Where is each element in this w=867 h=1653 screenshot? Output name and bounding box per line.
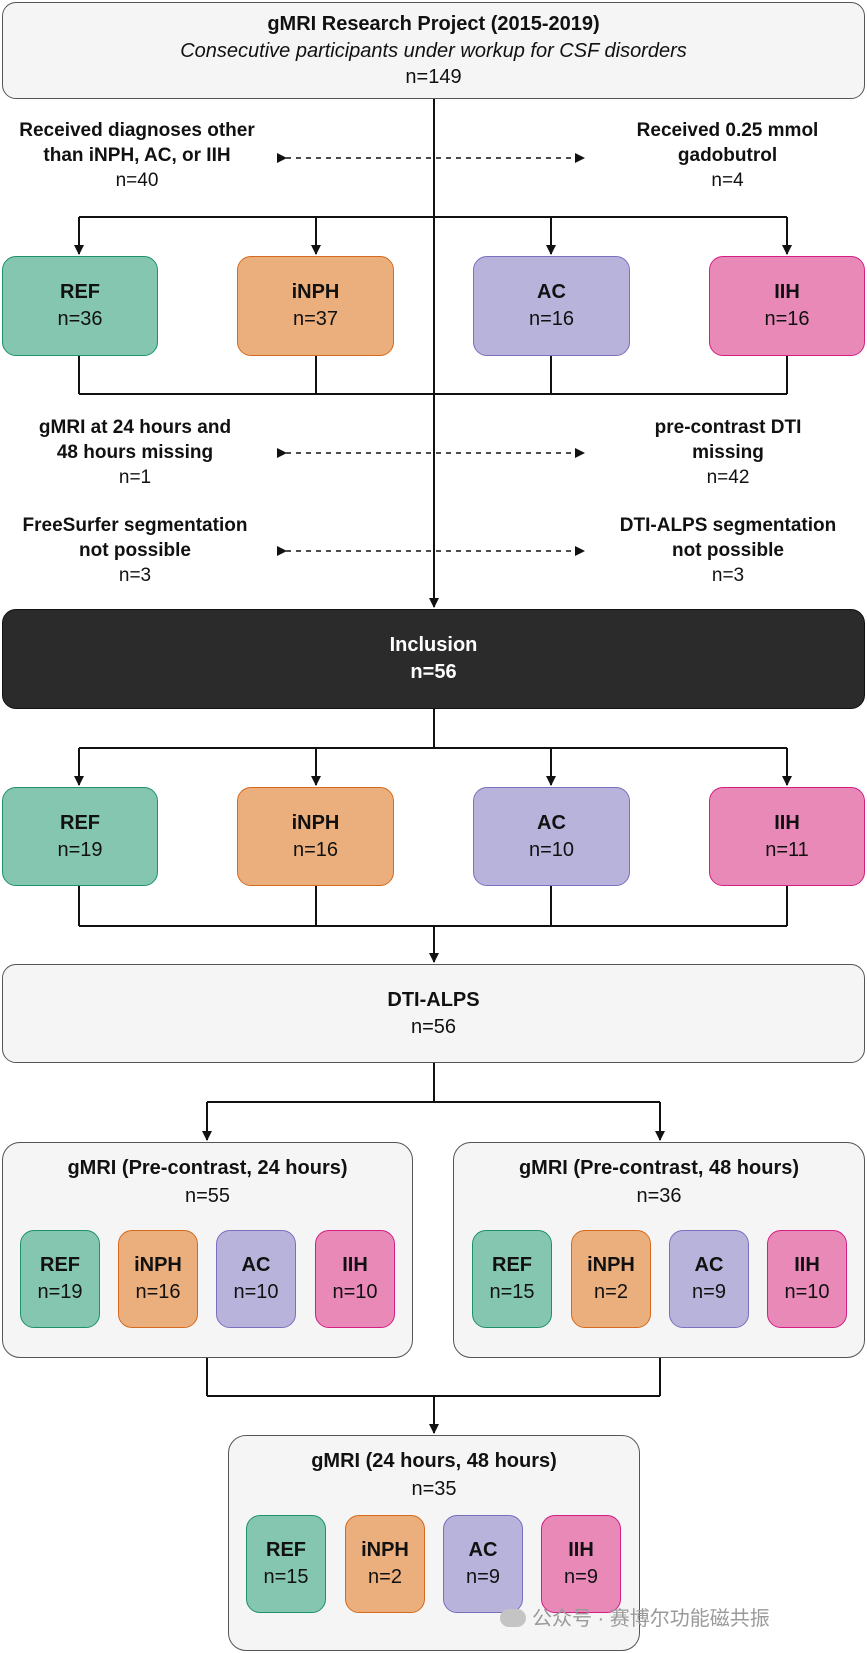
gmri-48h-inph: iNPH n=2: [571, 1230, 651, 1328]
exclusion-dti-missing: pre-contrast DTI missing n=42: [654, 417, 802, 488]
gmri-both-ref: REF n=15: [246, 1515, 326, 1613]
initial-group-iih: IIH n=16: [709, 256, 865, 356]
gmri-both-count: n=35: [411, 1478, 457, 1500]
project-count: n=149: [405, 65, 462, 88]
gmri-48h-count: n=36: [636, 1185, 682, 1207]
gmri-24h-title: gMRI (Pre-contrast, 24 hours): [67, 1157, 348, 1179]
gmri-24h-ac: AC n=10: [216, 1230, 296, 1328]
included-group-ref: REF n=19: [2, 787, 158, 886]
included-group-iih: IIH n=11: [709, 787, 865, 886]
initial-group-inph: iNPH n=37: [237, 256, 394, 356]
gmri-both-iih: IIH n=9: [541, 1515, 621, 1613]
exclusion-other-diagnoses: Received diagnoses other than iNPH, AC, …: [19, 120, 255, 191]
gmri-both-ac: AC n=9: [443, 1515, 523, 1613]
project-subtitle: Consecutive participants under workup fo…: [180, 39, 687, 62]
exclusion-alps-segmentation: DTI-ALPS segmentation not possible n=3: [619, 515, 837, 586]
gmri-24h-count: n=55: [184, 1185, 231, 1207]
gmri-48h-ref: REF n=15: [472, 1230, 552, 1328]
watermark: 公众号 · 赛博尔功能磁共振: [500, 1602, 770, 1631]
initial-group-ac: AC n=16: [473, 256, 630, 356]
gmri-24h-ref: REF n=19: [20, 1230, 100, 1328]
gmri-both-inph: iNPH n=2: [345, 1515, 425, 1613]
inclusion-box: Inclusion n=56: [2, 609, 865, 709]
initial-group-ref: REF n=36: [2, 256, 158, 356]
gmri-48h-title: gMRI (Pre-contrast, 48 hours): [518, 1157, 800, 1179]
wechat-icon: [500, 1608, 526, 1627]
included-group-inph: iNPH n=16: [237, 787, 394, 886]
dti-alps-box: DTI-ALPS n=56: [2, 964, 865, 1063]
project-title: gMRI Research Project (2015-2019): [267, 12, 600, 35]
gmri-24h-inph: iNPH n=16: [118, 1230, 198, 1328]
exclusion-freesurfer: FreeSurfer segmentation not possible n=3: [22, 515, 248, 586]
exclusion-gadobutrol: Received 0.25 mmol gadobutrol n=4: [636, 120, 819, 191]
included-group-ac: AC n=10: [473, 787, 630, 886]
gmri-both-title: gMRI (24 hours, 48 hours): [311, 1450, 557, 1472]
exclusion-gmri-missing: gMRI at 24 hours and 48 hours missing n=…: [38, 417, 232, 488]
gmri-48h-iih: IIH n=10: [767, 1230, 847, 1328]
project-box: gMRI Research Project (2015-2019) Consec…: [2, 2, 865, 99]
gmri-24h-iih: IIH n=10: [315, 1230, 395, 1328]
gmri-48h-ac: AC n=9: [669, 1230, 749, 1328]
